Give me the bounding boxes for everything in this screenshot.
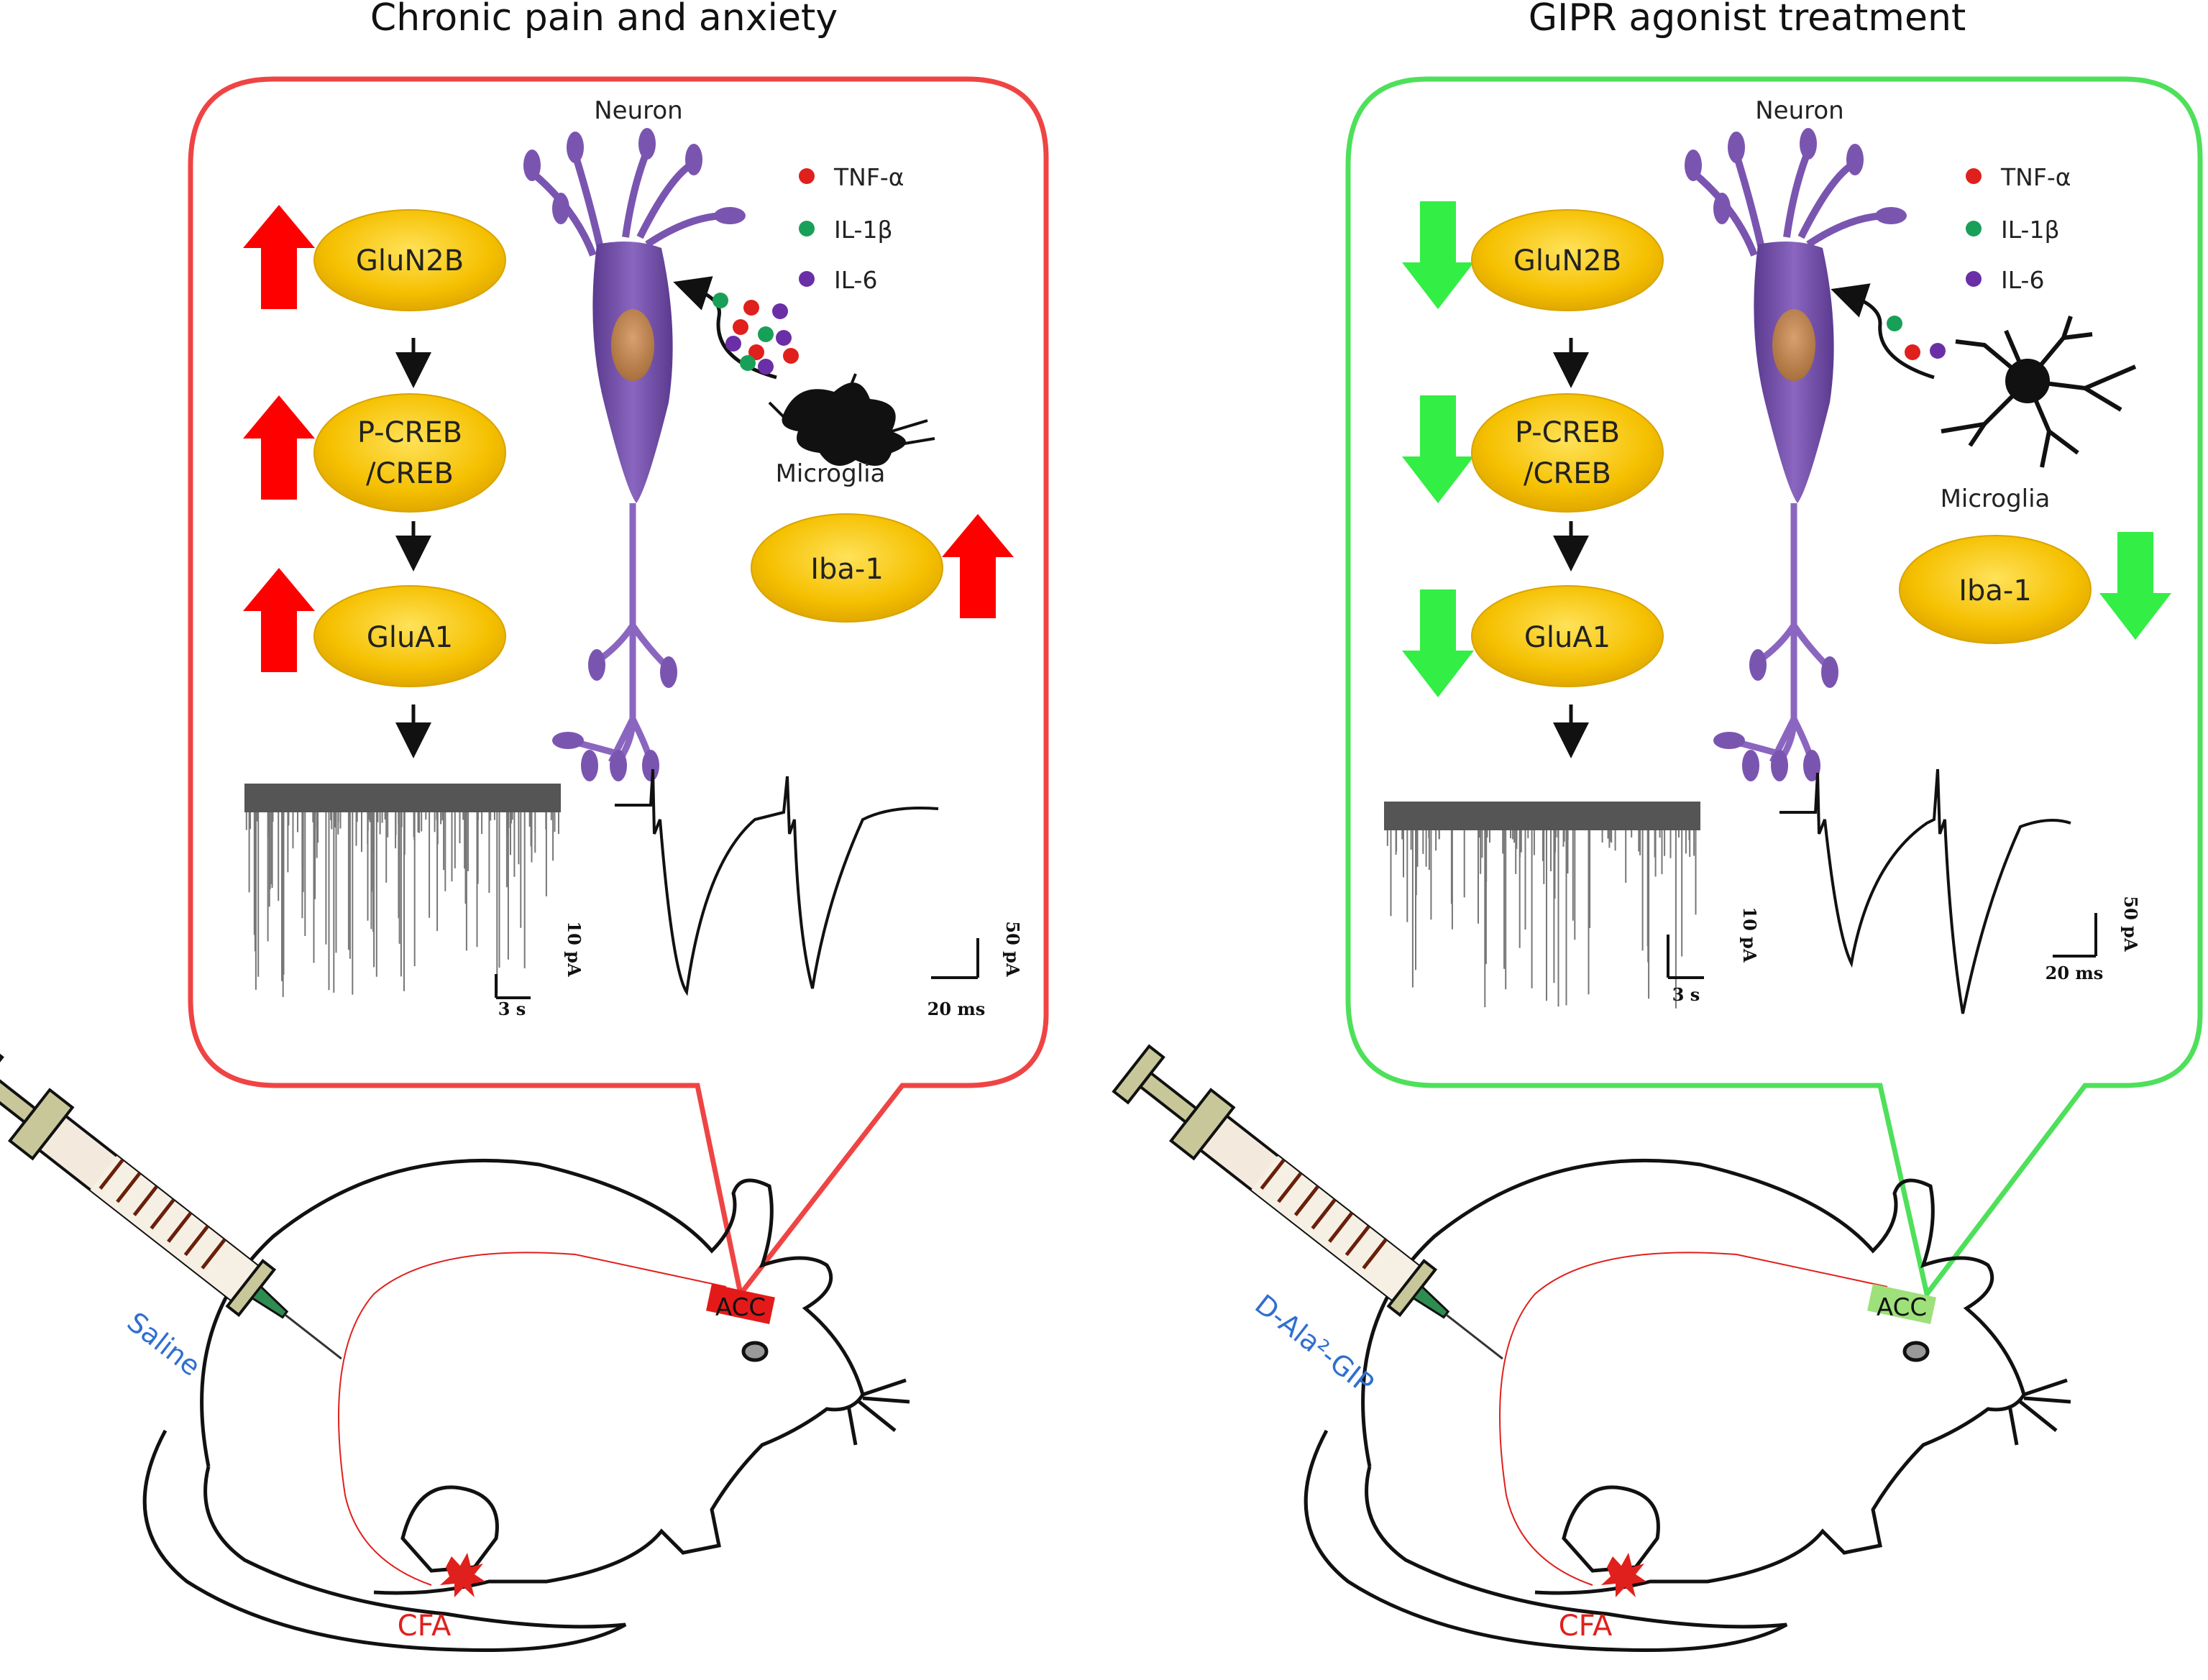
svg-text:IL-6: IL-6 [2001,266,2044,294]
cytokine-release [1831,283,1946,380]
marker-gluA1: GluA1 [1471,585,1664,687]
injection-label: Saline [122,1306,206,1382]
mouse-illustration [1304,1158,2071,1653]
panel-border [1345,76,2203,1300]
marker-gluN2B: GluN2B [313,209,506,311]
marker-pcreb: P-CREB /CREB [313,393,506,513]
trace-evoked: 20 ms 50 pA [615,768,1023,1019]
neuron-label: Neuron [1755,96,1843,125]
cfa-injection-site: CFA [398,1553,485,1643]
arrow-down-icon [1402,201,2171,697]
svg-text:GluA1: GluA1 [1524,621,1611,654]
acc-region: ACC [706,1284,775,1324]
panel-gipr-treatment: GIPR agonist treatment GluN2B P-CREB /CR… [1112,0,2203,1653]
cfa-injection-site: CFA [1559,1553,1646,1643]
svg-text:P-CREB: P-CREB [357,416,462,449]
cytokine-legend: TNF-α IL-1β IL-6 [1966,163,2071,294]
svg-text:CFA: CFA [1559,1610,1613,1643]
neuron-illustration: Neuron [1685,96,1907,781]
acc-region: ACC [1867,1284,1936,1324]
svg-text:50 pA: 50 pA [1002,921,1023,977]
microglia-label: Microglia [1941,485,2051,513]
svg-text:GluN2B: GluN2B [356,244,464,277]
svg-text:50 pA: 50 pA [2120,896,2141,952]
syringe-icon [1112,1044,1503,1360]
marker-iba1: Iba-1 [751,513,943,623]
svg-text:10 pA: 10 pA [1739,906,1760,963]
microglia-ramified: Microglia [1941,316,2137,513]
svg-text:/CREB: /CREB [366,457,454,490]
svg-text:TNF-α: TNF-α [833,163,904,191]
microglia-label: Microglia [776,459,886,488]
svg-text:Iba-1: Iba-1 [810,553,884,586]
cytokine-legend: TNF-α IL-1β IL-6 [799,163,904,294]
neuron-label: Neuron [594,96,682,125]
trace-spontaneous: 3 s 10 pA [244,784,585,1019]
microglia-amoeboid: Microglia [768,373,935,488]
svg-text:IL-1β: IL-1β [834,216,893,244]
mouse-illustration [142,1158,910,1653]
syringe-icon [0,1044,342,1360]
svg-text:IL-1β: IL-1β [2001,216,2060,244]
cytokine-release [673,276,799,380]
panel-title: Chronic pain and anxiety [370,0,838,40]
svg-text:GluA1: GluA1 [367,621,453,654]
svg-text:ACC: ACC [715,1293,766,1322]
trace-spontaneous: 3 s 10 pA [1384,802,1760,1009]
svg-text:CFA: CFA [398,1610,452,1643]
marker-pcreb: P-CREB /CREB [1471,393,1664,513]
arrow-up-icon [243,205,1014,672]
trace-evoked: 20 ms 50 pA [1779,768,2141,1014]
nerve-path [338,1252,727,1586]
svg-text:TNF-α: TNF-α [2000,163,2071,191]
svg-text:P-CREB: P-CREB [1515,416,1620,449]
svg-text:3 s: 3 s [1672,984,1700,1005]
svg-text:3 s: 3 s [498,999,526,1019]
svg-text:Iba-1: Iba-1 [1959,574,2032,607]
svg-text:/CREB: /CREB [1524,457,1611,490]
svg-text:GluN2B: GluN2B [1513,244,1621,277]
nerve-path [1499,1252,1888,1586]
panel-chronic-pain: Chronic pain and anxiety GluN2B P-CREB /… [0,0,1049,1653]
neuron-illustration: Neuron [523,96,746,781]
injection-label: D-Ala²-GIP [1249,1288,1379,1400]
svg-text:IL-6: IL-6 [834,266,877,294]
svg-text:10 pA: 10 pA [564,921,585,977]
marker-gluN2B: GluN2B [1471,209,1664,311]
marker-iba1: Iba-1 [1899,535,2092,644]
marker-gluA1: GluA1 [313,585,506,687]
svg-text:20 ms: 20 ms [2046,963,2104,983]
svg-text:ACC: ACC [1877,1293,1927,1322]
panel-title: GIPR agonist treatment [1529,0,1966,40]
svg-text:20 ms: 20 ms [927,999,986,1019]
